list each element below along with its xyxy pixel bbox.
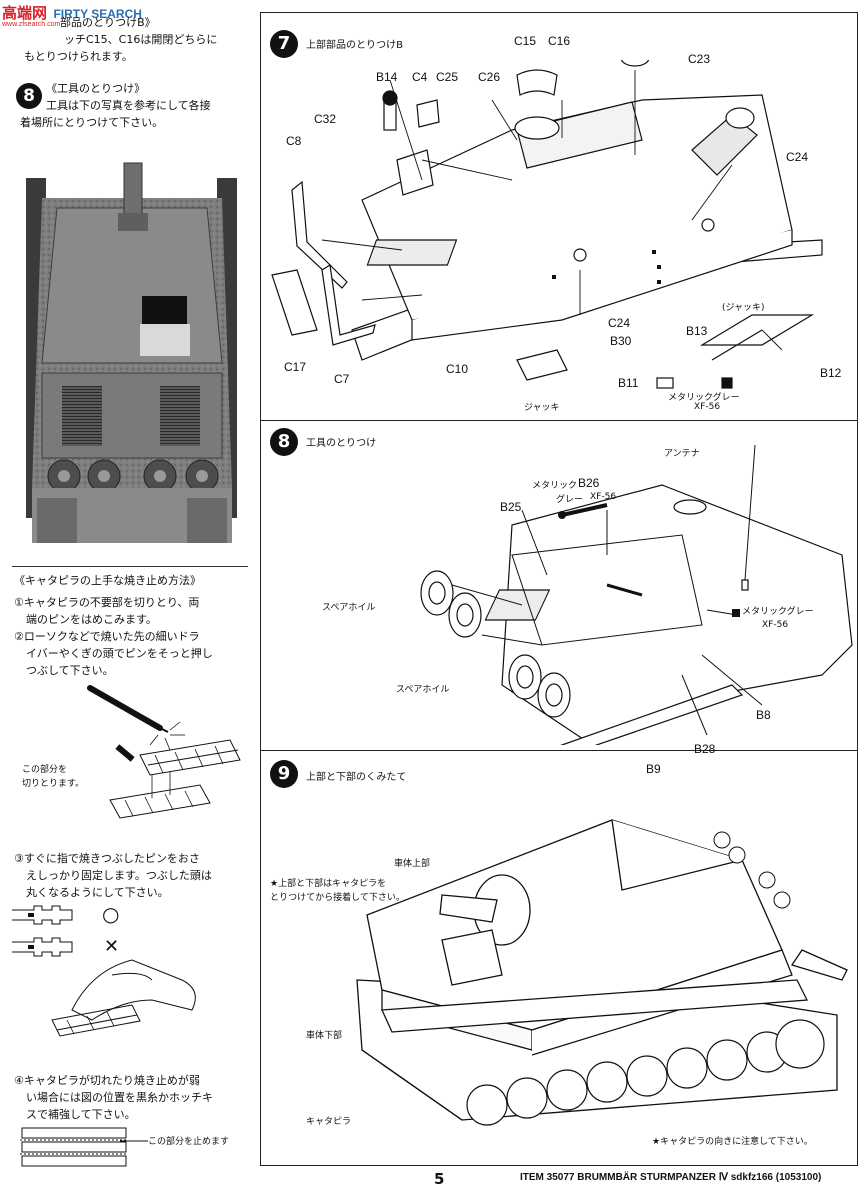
label-spare-wheel-1: スペアホイル xyxy=(322,603,376,613)
page-number: 5 xyxy=(434,1170,445,1188)
track-step-4-line-3: スで補強して下さい。 xyxy=(26,1108,136,1122)
pin-comparison-illustration xyxy=(12,905,196,1037)
label-b8: B8 xyxy=(756,708,771,722)
track-step-2-line-1: ②ローソクなどで焼いた先の細いドラ xyxy=(14,630,200,644)
track-step-3-line-3: 丸くなるようにして下さい。 xyxy=(26,886,169,900)
watermark-brand: 高端网 xyxy=(2,5,48,22)
label-b28: B28 xyxy=(694,742,716,756)
tank-photo xyxy=(12,158,250,546)
label-b12: B12 xyxy=(820,366,842,380)
label-metallic: メタリック xyxy=(532,481,578,491)
label-lower-hull: 車体下部 xyxy=(306,1031,343,1041)
label-c24a: C24 xyxy=(786,150,809,164)
item-footer: ITEM 35077 BRUMMBÄR STURMPANZER Ⅳ sdkfz1… xyxy=(520,1172,822,1183)
cut-note: この部分を 切りとります。 xyxy=(22,764,84,791)
label-grey: グレー xyxy=(556,495,584,505)
label-c4: C4 xyxy=(412,70,428,84)
track-step-1-line-2: 端のピンをはめこみます。 xyxy=(26,613,157,627)
track-step-2-line-3: つぶして下さい。 xyxy=(26,664,114,678)
track-step-4: ④キャタピラが切れたり焼き止めが弱 い場合には図の位置を黒糸かホッチキ スで補強… xyxy=(14,1072,254,1123)
label-c25: C25 xyxy=(436,70,459,84)
assembly-note-line-2: とりつけてから接着して下さい。 xyxy=(270,892,405,903)
paint-metallic-grey-1: メタリックグレー xyxy=(668,393,740,403)
reinforce-note: この部分を止めます xyxy=(148,1137,230,1147)
label-c26: C26 xyxy=(478,70,501,84)
label-b9: B9 xyxy=(646,762,661,776)
label-c15: C15 xyxy=(514,34,537,48)
intro-text-2: ッチC15、C16は開閉どちらに もとりつけられます。 xyxy=(24,31,254,65)
label-jack: ジャッキ xyxy=(524,403,560,413)
label-c23: C23 xyxy=(688,52,711,66)
label-b30: B30 xyxy=(610,334,632,348)
step-7-upper-hull-drawing xyxy=(271,60,823,389)
intro-line-1: 部品のとりつけB》 xyxy=(60,16,156,29)
watermark-logo: 高端网 FIRTY SEARCH www.zfsearch.com xyxy=(2,2,142,28)
step-9-badge: 9 xyxy=(270,760,298,788)
paint-code-2b: XF-56 xyxy=(762,620,789,630)
track-step-4-line-1: ④キャタピラが切れたり焼き止めが弱 xyxy=(14,1074,200,1087)
label-b25: B25 xyxy=(500,500,522,514)
track-step-4-line-2: い場合には図の位置を黒糸かホッチキ xyxy=(26,1091,213,1105)
step-8-tools-drawing xyxy=(420,445,853,745)
paint-code-1: XF-56 xyxy=(694,402,721,412)
left-divider xyxy=(12,566,248,567)
label-upper-hull: 車体上部 xyxy=(394,859,431,869)
label-c7: C7 xyxy=(334,372,350,386)
label-c8: C8 xyxy=(286,134,302,148)
track-step-3-line-2: えしっかり固定します。つぶした頭は xyxy=(26,869,212,883)
label-c24b: C24 xyxy=(608,316,631,330)
divider-7-8 xyxy=(260,420,857,421)
watermark-site: FIRTY SEARCH xyxy=(53,7,142,21)
assembly-note-line-1: ★上部と下部はキャタピラを xyxy=(270,879,387,889)
reinforce-leader xyxy=(120,1140,148,1142)
intro-line-3: もとりつけられます。 xyxy=(24,50,133,64)
track-tips: 《キャタピラの上手な焼き止め方法》 ①キャタピラの不要部を切りとり、両 端のピン… xyxy=(14,572,254,679)
left-step-8-line-1: 工具は下の写真を参考にして各接 xyxy=(46,99,211,113)
step-8-badge: 8 xyxy=(270,428,298,456)
track-reinforce-illustration xyxy=(20,1127,128,1167)
divider-8-9 xyxy=(260,750,857,751)
track-direction-note: ★キャタピラの向きに注意して下さい。 xyxy=(652,1137,813,1147)
left-step-8-text: 《工具のとりつけ》 工具は下の写真を参考にして各接 xyxy=(46,80,251,114)
step-7-badge: 7 xyxy=(270,30,298,58)
intro-text: 部品のとりつけB》 xyxy=(60,14,250,31)
assembly-note: ★上部と下部はキャタピラを とりつけてから接着して下さい。 xyxy=(270,878,405,905)
step-7-title: 上部部品のとりつけB xyxy=(306,40,403,51)
left-step-8-line-2: 着場所にとりつけて下さい。 xyxy=(20,116,164,129)
label-paint-metallic-grey-2: メタリックグレー xyxy=(742,607,814,617)
track-step-2-line-2: イバーやくぎの頭でピンをそっと押し xyxy=(26,647,213,661)
label-spare-wheel-2: スペアホイル xyxy=(396,685,450,695)
instruction-frame xyxy=(260,12,858,1166)
track-pin-illustration xyxy=(87,685,241,819)
track-step-1-line-1: ①キャタピラの不要部を切りとり、両 xyxy=(14,596,200,610)
label-c17: C17 xyxy=(284,360,307,374)
bad-mark: ✕ xyxy=(104,936,120,957)
label-b11: B11 xyxy=(618,376,639,390)
left-step-8-badge: 8 xyxy=(16,83,42,109)
intro-line-2: ッチC15、C16は開閉どちらに xyxy=(64,33,218,46)
track-tips-title: 《キャタピラの上手な焼き止め方法》 xyxy=(14,574,201,587)
watermark-url: www.zfsearch.com xyxy=(2,21,61,28)
good-mark: ○ xyxy=(102,902,120,926)
cut-note-line-2: 切りとります。 xyxy=(22,778,85,789)
label-b13: B13 xyxy=(686,324,708,338)
label-c32: C32 xyxy=(314,112,337,126)
label-c16: C16 xyxy=(548,34,571,48)
label-b26: B26 xyxy=(578,476,600,490)
step-9-title: 上部と下部のくみたて xyxy=(306,772,407,783)
left-step-8-title: 《工具のとりつけ》 xyxy=(46,82,146,95)
track-step-3-line-1: ③すぐに指で焼きつぶしたピンをおさ xyxy=(14,852,200,865)
cut-note-line-1: この部分を xyxy=(22,765,68,775)
track-step-3: ③すぐに指で焼きつぶしたピンをおさ えしっかり固定します。つぶした頭は 丸くなる… xyxy=(14,850,254,901)
label-c10: C10 xyxy=(446,362,469,376)
label-jack-paren: (ジャッキ) xyxy=(722,303,765,313)
label-antenna: アンテナ xyxy=(664,449,700,459)
label-track: キャタピラ xyxy=(306,1117,352,1127)
paint-code-2a: XF-56 xyxy=(590,492,617,502)
step-8-title: 工具のとりつけ xyxy=(306,438,377,449)
step-9-assembly-drawing xyxy=(356,819,848,1126)
label-b14: B14 xyxy=(376,70,398,84)
